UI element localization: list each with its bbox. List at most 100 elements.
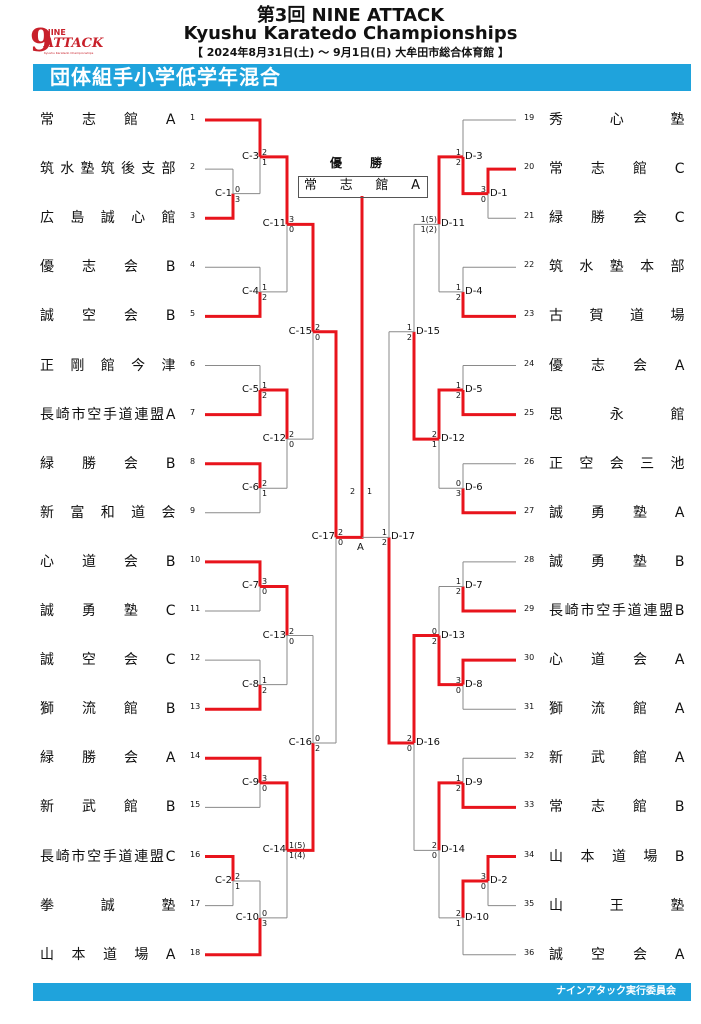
event-title-jp: 第3回 NINE ATTACK bbox=[256, 5, 445, 26]
winner-path bbox=[313, 330, 338, 538]
score: 2 bbox=[262, 391, 268, 401]
score: 0 bbox=[431, 626, 437, 636]
seed-number: 12 bbox=[190, 653, 201, 663]
right-team-26: 正空会三池 bbox=[549, 455, 685, 473]
score: 1 bbox=[235, 882, 241, 892]
score: 2 bbox=[406, 733, 412, 743]
score: 3 bbox=[262, 773, 268, 783]
score: 1(5) bbox=[420, 215, 437, 225]
seed-number: 28 bbox=[524, 554, 535, 564]
score: 2 bbox=[315, 322, 321, 332]
score: 3 bbox=[480, 872, 486, 882]
score: 2 bbox=[235, 872, 241, 882]
score: 2 bbox=[381, 538, 387, 548]
seed-number: 4 bbox=[190, 260, 196, 270]
seed-number: 3 bbox=[190, 211, 196, 221]
seed-number: 29 bbox=[524, 604, 535, 613]
score: 3 bbox=[455, 675, 461, 685]
score: 2 bbox=[289, 430, 295, 440]
logo-tagline: Kyushu Karatedo Championships bbox=[44, 51, 94, 55]
winner-path bbox=[205, 560, 262, 587]
event-date-venue: 【 2024年8月31日(土) ～ 9月1日(日) 大牟田市総合体育館 】 bbox=[191, 46, 510, 59]
right-team-25: 思永館 bbox=[549, 406, 685, 424]
match-label: D-4 bbox=[465, 285, 483, 297]
winner-path bbox=[336, 196, 364, 539]
winner-path bbox=[461, 879, 488, 918]
score: 2 bbox=[455, 157, 461, 167]
score: 1 bbox=[455, 147, 461, 157]
score: 0 bbox=[262, 783, 268, 793]
match-label: C-1 bbox=[215, 187, 232, 199]
score: 1(5) bbox=[289, 841, 306, 851]
score: 1 bbox=[367, 487, 373, 496]
score: 1 bbox=[262, 675, 268, 685]
score: 1 bbox=[455, 918, 461, 928]
match-label: D-13 bbox=[441, 629, 466, 641]
match-label: D-15 bbox=[416, 325, 441, 337]
score: 1 bbox=[455, 577, 461, 587]
score: 2 bbox=[455, 391, 461, 401]
score: 2 bbox=[315, 743, 321, 753]
winner-path bbox=[486, 167, 516, 194]
score: 3 bbox=[262, 577, 268, 587]
seed-number: 2 bbox=[190, 162, 196, 172]
score: 2 bbox=[455, 292, 461, 302]
match-label: C-9 bbox=[242, 776, 259, 788]
logo-word: ATTACK bbox=[44, 36, 104, 51]
match-label: A bbox=[357, 542, 364, 554]
right-team-23: 古賀道場 bbox=[549, 307, 685, 325]
score: 1 bbox=[431, 440, 437, 450]
nine-attack-logo: 9 NINE ATTACK Kyushu Karatedo Championsh… bbox=[30, 24, 110, 58]
seed-number: 23 bbox=[524, 309, 535, 319]
score: 0 bbox=[315, 332, 321, 342]
winner-path bbox=[260, 781, 289, 851]
winner-path bbox=[461, 156, 488, 196]
seed-number: 31 bbox=[524, 702, 535, 712]
team-name: 山王塾 bbox=[549, 897, 685, 914]
winner-path bbox=[287, 742, 315, 852]
match-label: C-12 bbox=[262, 433, 286, 445]
score: 1(4) bbox=[289, 851, 306, 861]
match-label: D-11 bbox=[441, 218, 466, 230]
seed-number: 9 bbox=[190, 505, 196, 515]
seed-number: 19 bbox=[524, 113, 535, 122]
score: 3 bbox=[455, 489, 461, 499]
score: 1 bbox=[406, 322, 412, 332]
winner-path bbox=[461, 658, 516, 685]
score: 2 bbox=[262, 685, 268, 695]
footer-bar: ナインアタック実行委員会 bbox=[33, 983, 691, 1001]
match-label: C-8 bbox=[242, 678, 259, 690]
match-label: D-3 bbox=[465, 150, 483, 162]
winner-path bbox=[437, 635, 463, 687]
left-team-17: 拳誠塾 bbox=[40, 897, 176, 915]
score: 2 bbox=[431, 430, 437, 440]
score: 1 bbox=[262, 381, 268, 391]
seed-number: 36 bbox=[524, 947, 535, 957]
left-team-3: 広島誠心館 bbox=[40, 209, 176, 227]
